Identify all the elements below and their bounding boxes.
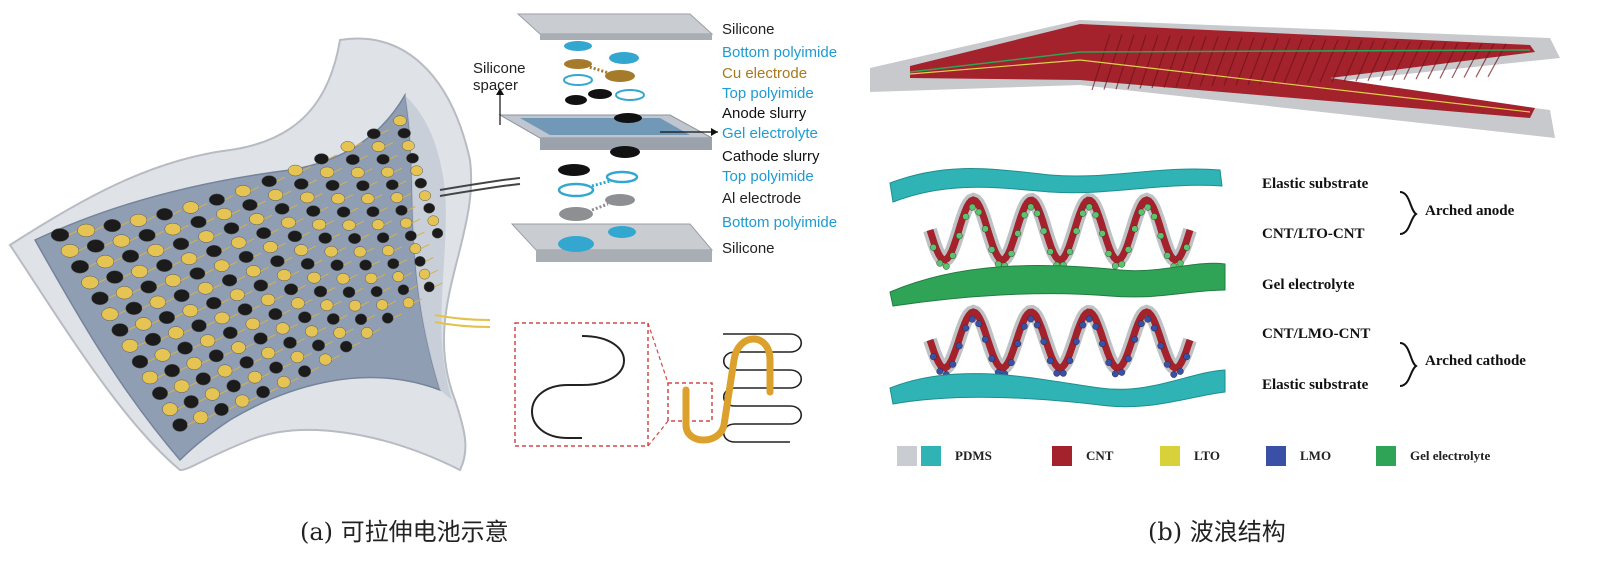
label-cnt-lmo-cnt: CNT/LMO-CNT [1262, 326, 1371, 342]
layer-label: Top polyimide [722, 85, 814, 102]
legend-label: Gel electrolyte [1410, 448, 1491, 463]
wavy-cross-section [889, 168, 1418, 408]
caption-b: (b) 波浪结构 [1148, 518, 1286, 546]
stretched-battery-sheet [8, 37, 521, 472]
legend-swatch [921, 446, 941, 466]
legend-swatch [897, 446, 917, 466]
layer-label: Anode slurry [722, 105, 807, 122]
layer-label: Gel electrolyte [722, 125, 818, 142]
legend-label: LMO [1300, 448, 1332, 463]
layer-label: Al electrode [722, 190, 802, 207]
caption-a: (a) 可拉伸电池示意 [300, 518, 509, 546]
exploded-layer-stack [496, 13, 718, 262]
layer-label: Silicone [722, 240, 775, 257]
arched-anode-wave [923, 192, 1197, 270]
legend-swatch [1160, 446, 1180, 466]
legend-label: LTO [1194, 448, 1221, 463]
label-elastic-substrate-bottom: Elastic substrate [1262, 377, 1369, 393]
label-arched-anode: Arched anode [1425, 203, 1515, 219]
ribbon-wrinkles [1091, 33, 1507, 91]
layer-label: Cathode slurry [722, 148, 820, 165]
stretched-wavy-ribbon [870, 20, 1560, 138]
layer-label: Silicone [722, 21, 775, 38]
label-arched-cathode: Arched cathode [1425, 353, 1526, 369]
legend-label: PDMS [955, 448, 992, 463]
legend-swatch [1376, 446, 1396, 466]
layer-label: Bottom polyimide [722, 44, 838, 61]
label-elastic-substrate-top: Elastic substrate [1262, 176, 1369, 192]
layer-label: Cu electrode [722, 65, 808, 82]
silicone-spacer-label: Silicone spacer [473, 60, 526, 94]
label-gel-electrolyte: Gel electrolyte [1262, 277, 1355, 293]
legend-label: CNT [1086, 448, 1114, 463]
layer-label: Top polyimide [722, 168, 814, 185]
battery-cell-array [50, 115, 444, 432]
legend-swatch [1266, 446, 1286, 466]
layer-label: Bottom polyimide [722, 214, 838, 231]
legend-swatch [1052, 446, 1072, 466]
label-cnt-lto-cnt: CNT/LTO-CNT [1262, 226, 1365, 242]
arched-cathode-wave [923, 304, 1197, 378]
serpentine-interconnect [514, 322, 803, 447]
